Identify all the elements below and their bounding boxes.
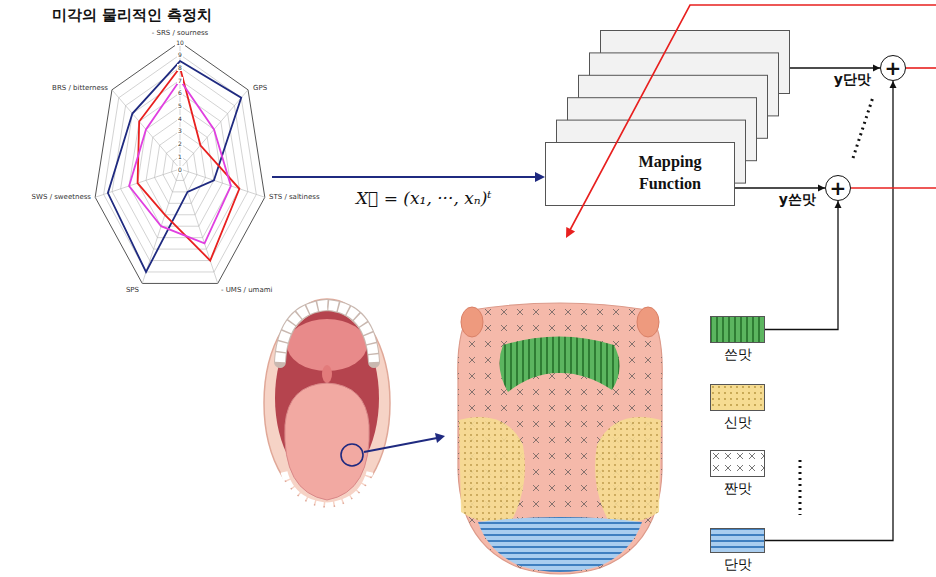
sour-region xyxy=(459,417,525,523)
grid-ring xyxy=(146,118,214,215)
zoom-arrow xyxy=(364,438,437,452)
chart-title: 미각의 물리적인 측정치 xyxy=(52,6,212,25)
scale-number: 7 xyxy=(177,77,183,84)
lips xyxy=(264,299,390,507)
arrow-head xyxy=(890,81,897,88)
scale-number: 0 xyxy=(177,166,183,173)
swatch-caption: 짠맛 xyxy=(724,480,752,496)
upper-teeth xyxy=(280,305,374,362)
swatch-fill xyxy=(710,384,765,411)
feedback-line xyxy=(570,5,936,230)
input-vector-formula: X⃗ = (x₁, ···, xₙ)ᵗ xyxy=(356,188,492,208)
tonsil xyxy=(637,307,659,337)
connector-line xyxy=(765,201,838,330)
scale-number: 3 xyxy=(177,127,183,134)
data-series xyxy=(129,80,231,243)
function-box xyxy=(546,143,735,206)
sweet-region xyxy=(478,517,642,572)
ellipsis-dots xyxy=(799,460,802,515)
sum-node: + xyxy=(880,55,906,81)
function-label: Mapping Function xyxy=(620,152,720,196)
swatch-pattern xyxy=(711,529,765,553)
tongue xyxy=(458,303,662,574)
sum-sign: + xyxy=(830,178,847,198)
taste-swatch: 단맛 xyxy=(710,528,765,553)
swatch-caption: 단맛 xyxy=(724,556,752,572)
swatch-pattern xyxy=(711,385,765,411)
swatch-fill xyxy=(710,528,765,553)
lower-teeth xyxy=(284,472,370,506)
taste-swatch: 신맛 xyxy=(710,384,765,411)
data-series xyxy=(108,61,241,272)
scale-number: 6 xyxy=(177,89,183,96)
mapping-function-stack: Mapping Function xyxy=(545,30,790,206)
axis-label: - SRS / sourness xyxy=(152,29,208,38)
zoom-circle xyxy=(341,444,363,466)
scale-number: 10 xyxy=(175,39,185,46)
axis-label: SWS / sweetness xyxy=(32,193,91,202)
grid-ring xyxy=(155,131,206,203)
connector-line xyxy=(765,81,893,541)
axis-label: BRS / bitterness xyxy=(52,84,108,93)
axis-label: STS / saltiness xyxy=(269,193,320,202)
taste-swatch: 짠맛 xyxy=(710,450,765,477)
output-line xyxy=(851,187,936,189)
sum-node: + xyxy=(825,175,851,201)
arrow-head xyxy=(435,433,445,443)
connector-line xyxy=(735,187,825,188)
arrow-head xyxy=(818,185,825,192)
connector-line xyxy=(790,67,880,68)
sum-sign: + xyxy=(885,58,902,78)
bitter-region xyxy=(499,337,619,393)
scale-number: 2 xyxy=(177,140,183,147)
arrow-head xyxy=(835,201,842,208)
palate xyxy=(287,319,367,371)
taste-swatch: 쓴맛 xyxy=(710,316,765,343)
swatch-fill xyxy=(710,450,765,477)
output-label: y쓴맛 xyxy=(778,191,817,207)
tonsil xyxy=(461,307,483,337)
swatch-fill xyxy=(710,316,765,343)
upper-gum xyxy=(280,305,374,362)
arrow-head xyxy=(873,65,880,72)
grid-ring xyxy=(95,42,265,283)
connector xyxy=(765,81,897,541)
arrow-head xyxy=(535,172,545,182)
small-tongue xyxy=(285,383,369,500)
swatch-pattern xyxy=(711,451,765,477)
axis-label: - UMS / umami xyxy=(221,286,272,295)
grid-spoke xyxy=(180,169,265,197)
swatch-pattern xyxy=(711,317,765,343)
axis-label: SPS xyxy=(126,286,139,295)
function-label-area: Mapping Function xyxy=(620,142,720,206)
scale-number: 9 xyxy=(177,51,183,58)
salty-region xyxy=(458,303,662,574)
swatch-caption: 신맛 xyxy=(724,414,752,430)
connector xyxy=(765,201,842,330)
uvula xyxy=(322,365,332,383)
sour-region xyxy=(595,417,661,523)
output-line xyxy=(906,67,936,69)
output-label: y단맛 xyxy=(833,71,872,87)
scale-number: 5 xyxy=(177,102,183,109)
scale-number: 8 xyxy=(177,64,183,71)
input-arrow xyxy=(272,176,537,178)
axis-label: GPS xyxy=(253,84,267,93)
ellipsis-dots xyxy=(853,97,873,158)
scale-number: 4 xyxy=(177,115,183,122)
swatch-caption: 쓴맛 xyxy=(724,346,752,362)
scale-number: 1 xyxy=(177,153,183,160)
arrow-head xyxy=(566,227,575,238)
